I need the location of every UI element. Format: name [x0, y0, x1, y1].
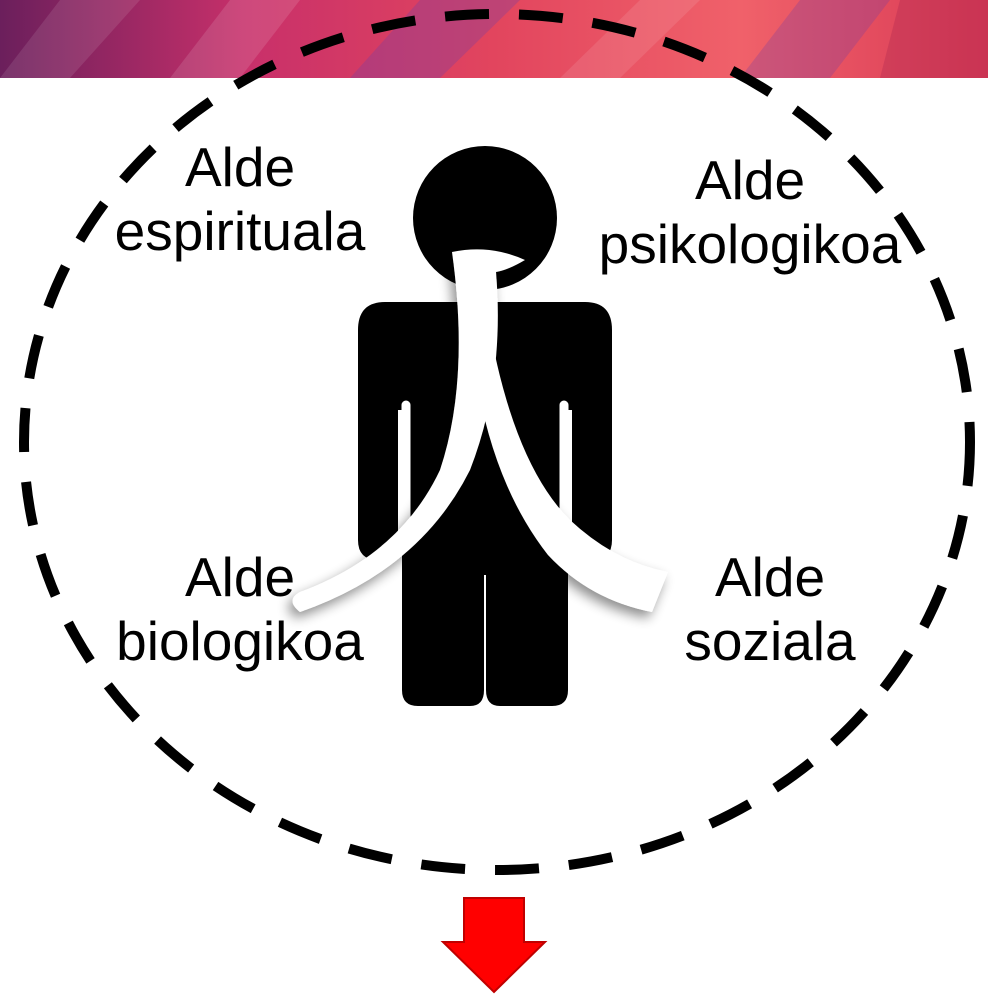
label-spiritual-aspect: Alde espirituala	[80, 135, 400, 263]
label-psychological-line1: Alde	[560, 148, 940, 212]
label-biological-line1: Alde	[80, 545, 400, 609]
label-spiritual-line2: espirituala	[80, 199, 400, 263]
label-psychological-line2: psikologikoa	[560, 212, 940, 276]
label-social-line1: Alde	[640, 545, 900, 609]
label-biological-aspect: Alde biologikoa	[80, 545, 400, 673]
label-social-line2: soziala	[640, 609, 900, 673]
label-psychological-aspect: Alde psikologikoa	[560, 148, 940, 276]
label-spiritual-line1: Alde	[80, 135, 400, 199]
arrow-down-icon	[443, 898, 545, 992]
label-social-aspect: Alde soziala	[640, 545, 900, 673]
label-biological-line2: biologikoa	[80, 609, 400, 673]
